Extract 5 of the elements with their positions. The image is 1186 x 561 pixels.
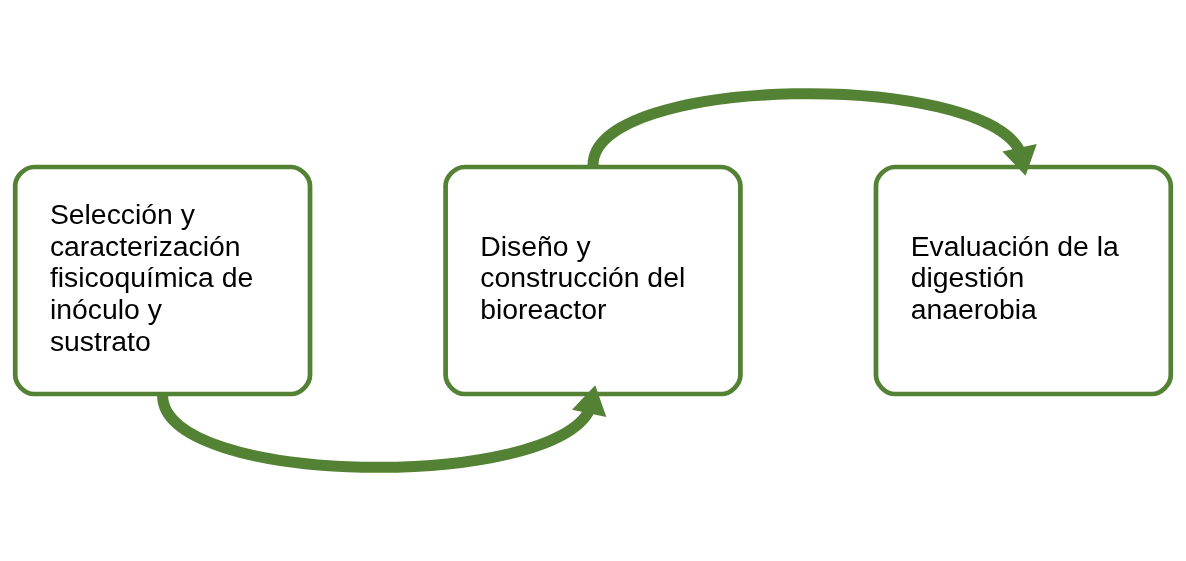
node-box: Diseño y construcción del bioreactor [443,164,743,397]
node-box: Selección y caracterización fisicoquímica de inóculo y sustrato [12,164,313,397]
arrow [157,385,607,473]
node-box: Evaluación de la digestión anaerobia [873,164,1174,397]
arrow [587,88,1037,176]
